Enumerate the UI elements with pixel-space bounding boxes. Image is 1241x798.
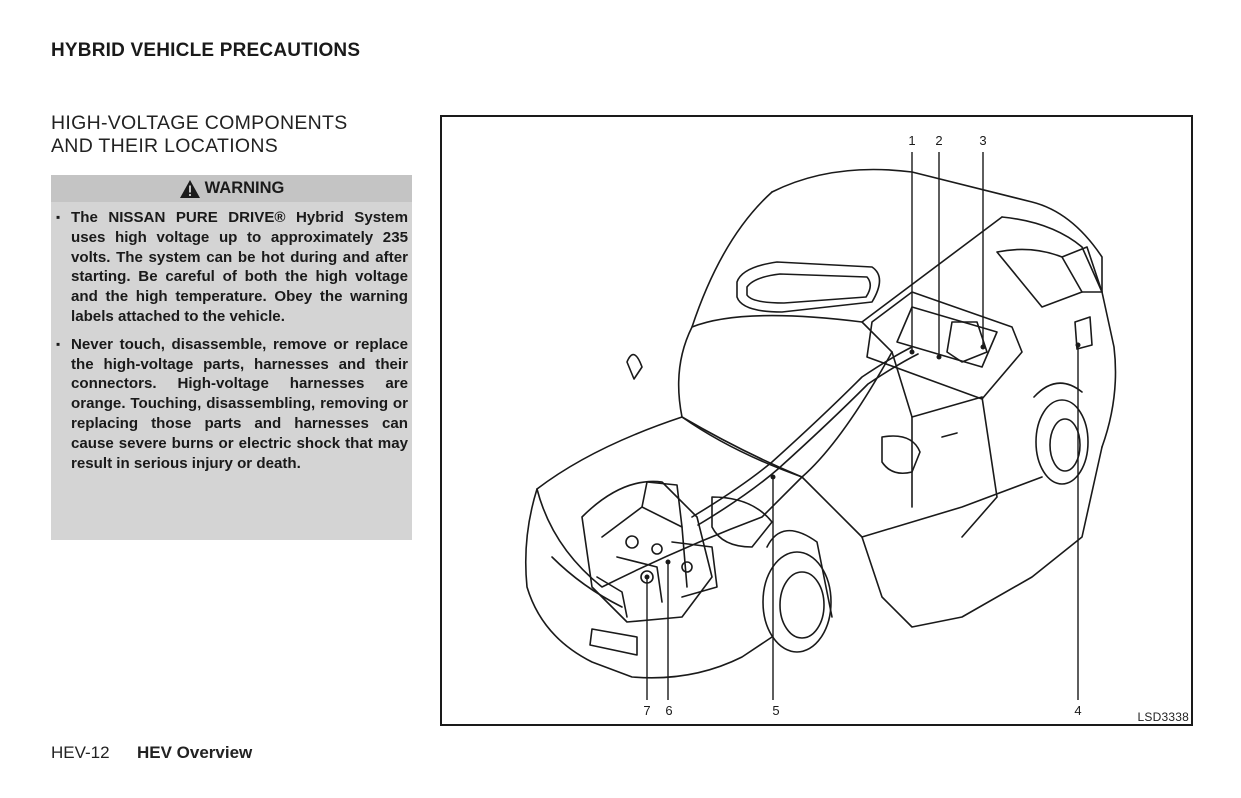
- warning-box: WARNING ▪ The NISSAN PURE DRIVE® Hybrid …: [51, 175, 412, 540]
- callout-1: 1: [908, 133, 915, 148]
- callout-5: 5: [772, 703, 779, 718]
- warning-item: ▪ The NISSAN PURE DRIVE® Hybrid System u…: [51, 208, 412, 327]
- warning-header: WARNING: [51, 175, 412, 202]
- figure-code: LSD3338: [1137, 710, 1189, 724]
- section-title-line1: HIGH-VOLTAGE COMPONENTS: [51, 112, 348, 134]
- warning-item: ▪ Never touch, disassemble, remove or re…: [51, 335, 412, 474]
- bullet-icon: ▪: [56, 210, 61, 224]
- warning-list: ▪ The NISSAN PURE DRIVE® Hybrid System u…: [51, 208, 412, 481]
- callout-6: 6: [665, 703, 672, 718]
- callout-2: 2: [935, 133, 942, 148]
- bullet-icon: ▪: [56, 336, 61, 351]
- hv-harness: [691, 346, 919, 526]
- page-header-title: HYBRID VEHICLE PRECAUTIONS: [51, 40, 361, 61]
- warning-item-text: The NISSAN PURE DRIVE® Hybrid System use…: [71, 209, 408, 325]
- section-title-line2: AND THEIR LOCATIONS: [51, 135, 279, 157]
- warning-label: WARNING: [204, 179, 285, 197]
- section-title: HIGH-VOLTAGE COMPONENTS AND THEIR LOCATI…: [51, 112, 348, 158]
- footer-section-name: HEV Overview: [137, 743, 253, 762]
- callout-7: 7: [643, 703, 650, 718]
- warning-item-text: Never touch, disassemble, remove or repl…: [71, 335, 408, 472]
- vehicle-figure: 1 2 3 4 5 6 7 LSD3338: [440, 115, 1193, 726]
- footer-page-number: HEV-12: [51, 743, 110, 762]
- callout-3: 3: [979, 133, 986, 148]
- warning-triangle-icon: [179, 179, 200, 198]
- callout-leaders: [646, 152, 1079, 700]
- vehicle-illustration: 1 2 3 4 5 6 7: [525, 133, 1117, 718]
- vehicle-outline: [525, 168, 1117, 679]
- callout-4: 4: [1074, 703, 1081, 718]
